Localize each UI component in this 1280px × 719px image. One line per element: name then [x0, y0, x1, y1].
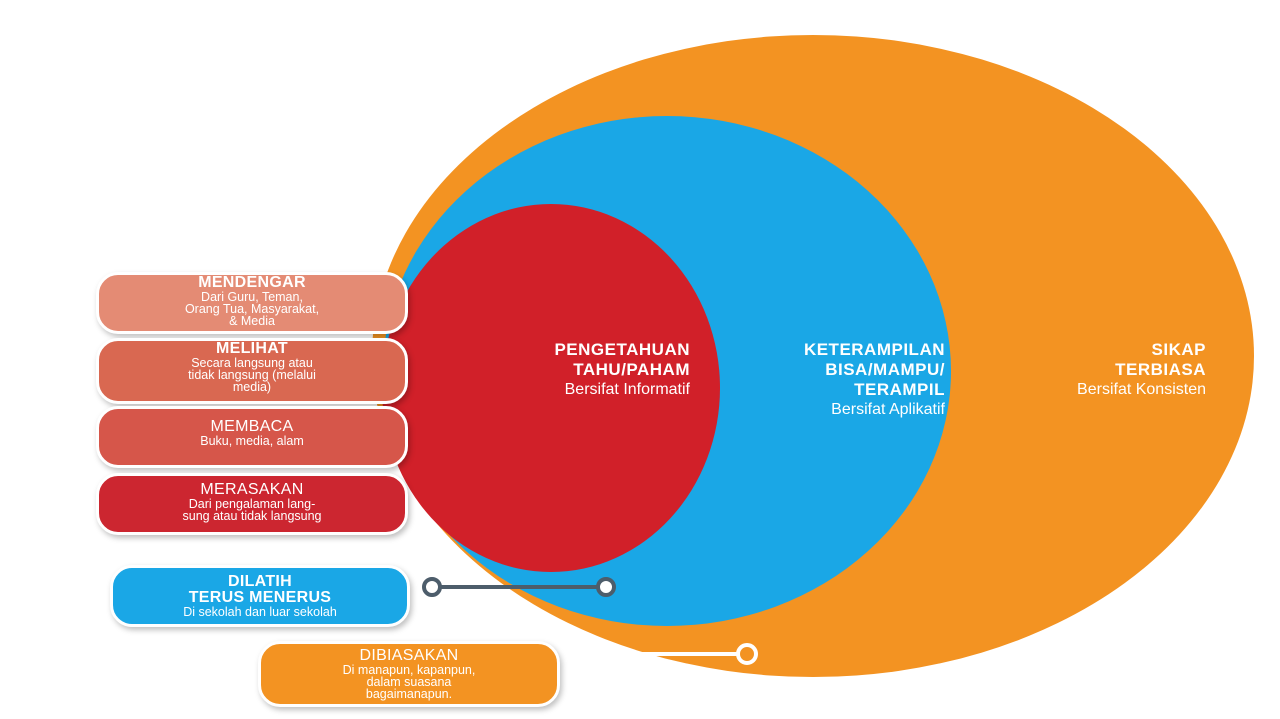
input-mendengar: MENDENGAR Dari Guru, Teman, Orang Tua, M…: [96, 272, 408, 334]
input-title: MERASAKAN: [200, 481, 304, 498]
process-dilatih: DILATIH TERUS MENERUS Di sekolah dan lua…: [110, 565, 410, 627]
input-desc: Secara langsung atau tidak langsung (mel…: [188, 356, 316, 394]
knowledge-title: PENGETAHUAN TAHU/PAHAM: [554, 340, 690, 379]
dilatih-node-right: [596, 577, 616, 597]
skill-subtitle: Bersifat Aplikatif: [831, 401, 945, 418]
input-title: MELIHAT: [215, 340, 288, 357]
input-desc: Buku, media, alam: [200, 434, 304, 448]
process-title: DILATIH TERUS MENERUS: [188, 573, 332, 606]
process-title: DIBIASAKAN: [359, 647, 459, 664]
input-title: MENDENGAR: [198, 274, 306, 291]
input-merasakan: MERASAKAN Dari pengalaman lang- sung ata…: [96, 473, 408, 535]
input-membaca: MEMBACA Buku, media, alam: [96, 406, 408, 468]
attitude-subtitle: Bersifat Konsisten: [1077, 381, 1206, 398]
input-title: MEMBACA: [210, 418, 294, 435]
skill-title: KETERAMPILAN BISA/MAMPU/ TERAMPIL: [803, 340, 945, 399]
knowledge-label: PENGETAHUAN TAHU/PAHAM Bersifat Informat…: [440, 340, 690, 400]
process-dibiasakan: DIBIASAKAN Di manapun, kapanpun, dalam s…: [258, 641, 560, 707]
input-melihat: MELIHAT Secara langsung atau tidak langs…: [96, 338, 408, 404]
attitude-label: SIKAP TERBIASA Bersifat Konsisten: [960, 340, 1206, 400]
knowledge-circle: [382, 204, 720, 572]
input-desc: Dari pengalaman lang- sung atau tidak la…: [182, 497, 322, 523]
input-desc: Dari Guru, Teman, Orang Tua, Masyarakat,…: [184, 290, 320, 328]
process-desc: Di sekolah dan luar sekolah: [183, 605, 337, 619]
skill-label: KETERAMPILAN BISA/MAMPU/ TERAMPIL Bersif…: [700, 340, 945, 420]
knowledge-subtitle: Bersifat Informatif: [564, 381, 690, 398]
dibiasakan-node-right: [736, 643, 758, 665]
dilatih-node-left: [422, 577, 442, 597]
attitude-title: SIKAP TERBIASA: [1115, 340, 1206, 379]
process-desc: Di manapun, kapanpun, dalam suasana baga…: [342, 663, 476, 701]
